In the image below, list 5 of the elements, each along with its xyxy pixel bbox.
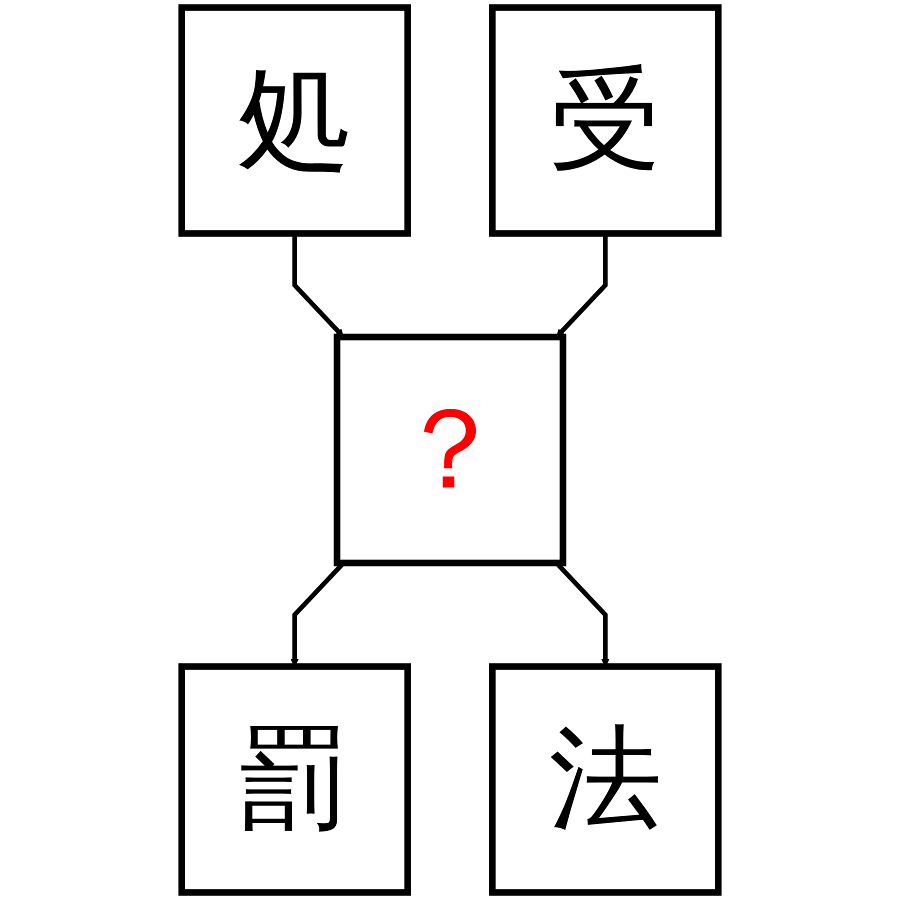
node-box: ？ bbox=[334, 334, 566, 566]
node-box: 受 bbox=[489, 4, 722, 237]
node-box: 法 bbox=[489, 663, 722, 896]
node-box: 罰 bbox=[178, 663, 411, 896]
node-box: 処 bbox=[178, 4, 411, 237]
